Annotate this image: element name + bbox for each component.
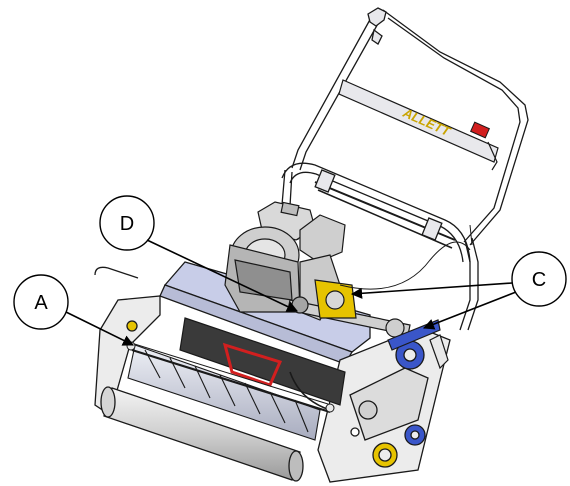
callout-c-arrow-1 [350,282,513,299]
right-side-frame [317,327,451,483]
brand-plate: ALLETT [338,79,499,246]
drive-coupling [287,279,449,370]
callout-d-label: D [120,213,134,235]
callout-c-circle [511,251,567,307]
callout-a-circle [13,274,69,330]
callout-a-label: A [34,292,48,314]
cutting-cylinder [127,344,321,441]
callout-d-circle [99,195,155,251]
front-roller [100,386,304,482]
left-side-frame [94,295,161,417]
callout-a-arrow [65,311,135,346]
handle-assembly [281,7,529,331]
callout-c-label: C [532,269,546,291]
rear-drum [179,317,346,406]
callout-a: A [13,274,135,346]
engine [224,201,346,321]
callout-d-arrow [146,239,299,312]
handle-red-lever [469,121,491,139]
throttle-cable [339,241,471,290]
callout-c: C [350,251,567,330]
callout-c-arrow-2 [422,291,517,330]
callout-d: D [99,195,299,312]
